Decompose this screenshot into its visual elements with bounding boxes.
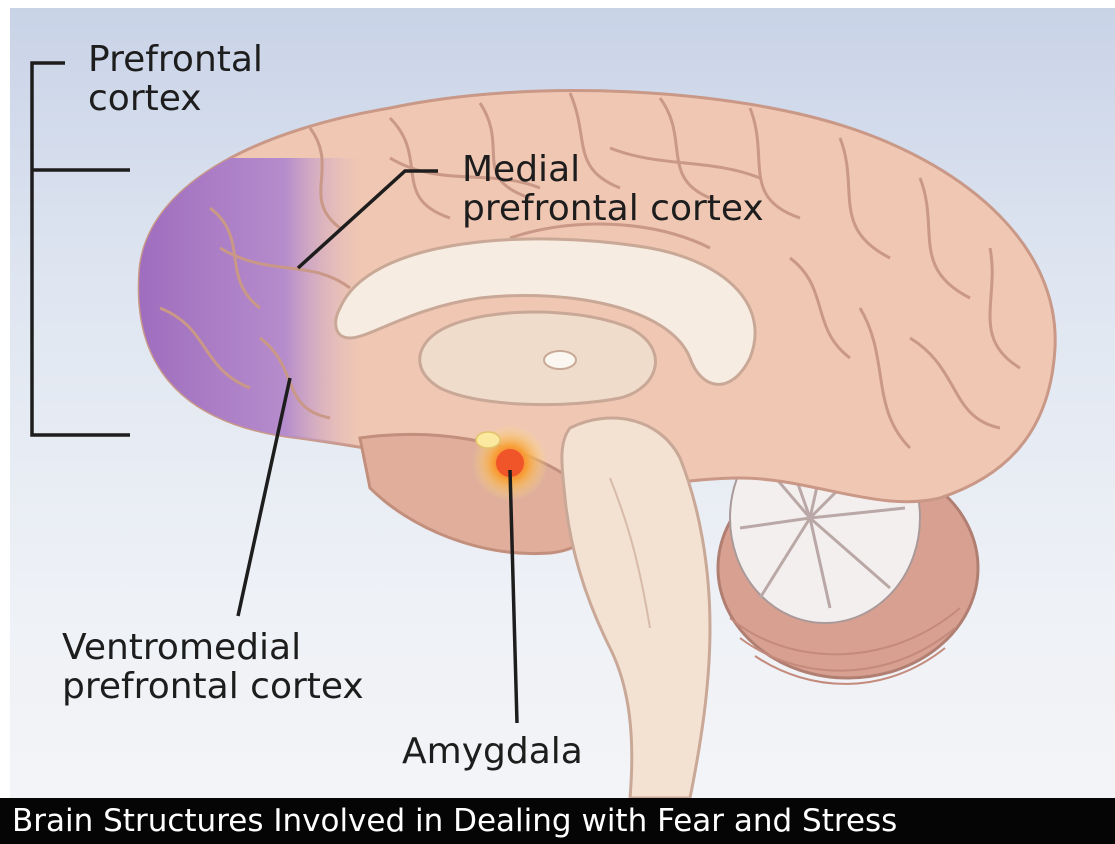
label-medial-line1: Medial xyxy=(462,150,764,189)
label-amygdala: Amygdala xyxy=(402,732,583,771)
label-prefrontal-line1: Prefrontal xyxy=(88,40,263,79)
label-ventromedial-line1: Ventromedial xyxy=(62,628,364,667)
label-prefrontal-line2: cortex xyxy=(88,79,263,118)
caption-bar: Brain Structures Involved in Dealing wit… xyxy=(0,798,1115,844)
label-medial-prefrontal-cortex: Medial prefrontal cortex xyxy=(462,150,764,228)
diagram-frame: Prefrontal cortex Medial prefrontal cort… xyxy=(10,8,1115,798)
brainstem xyxy=(562,418,710,798)
label-prefrontal-cortex: Prefrontal cortex xyxy=(88,40,263,118)
label-medial-line2: prefrontal cortex xyxy=(462,189,764,228)
caption-text: Brain Structures Involved in Dealing wit… xyxy=(12,803,897,839)
label-ventromedial-line2: prefrontal cortex xyxy=(62,667,364,706)
label-ventromedial-prefrontal-cortex: Ventromedial prefrontal cortex xyxy=(62,628,364,706)
thalamus xyxy=(420,312,656,405)
